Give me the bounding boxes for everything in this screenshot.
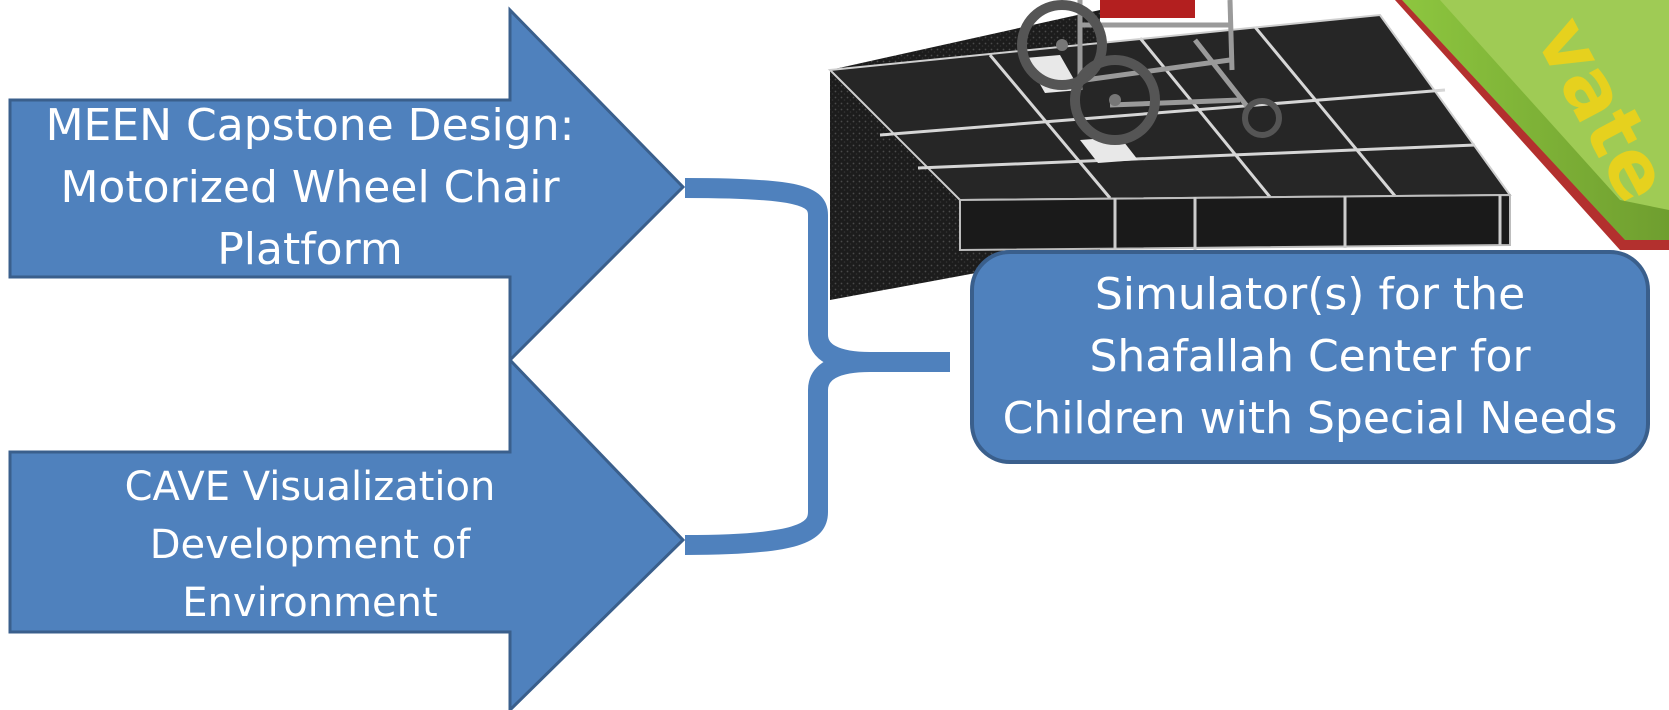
merge-brace-connector [684,178,950,555]
meen-label-line-1: MEEN Capstone Design: [45,99,575,151]
wheelchair-platform-image: vate [827,0,1669,300]
cave-visualization-label: CAVE Visualization Development of Enviro… [10,455,610,635]
platform-front-posts [1113,195,1502,250]
simulator-box-shape [970,250,1650,464]
wheelchair [1017,0,1282,145]
cave-label-line-1: CAVE Visualization [124,464,496,510]
cave-label-line-2: Development of [149,522,471,568]
cave-arrow-shape [8,356,686,710]
simulator-label-line-3: Children with Special Needs [1002,393,1618,444]
meen-capstone-label: MEEN Capstone Design: Motorized Wheel Ch… [10,95,610,280]
platform-grid [879,26,1476,199]
platform-top [827,13,1512,202]
banner-sign: vate [1395,0,1669,250]
simulator-label: Simulator(s) for the Shafallah Center fo… [972,252,1648,462]
simulator-label-line-1: Simulator(s) for the [1094,269,1526,320]
cave-label-line-3: Environment [182,580,438,626]
meen-label-line-3: Platform [217,223,403,275]
meen-label-line-2: Motorized Wheel Chair [60,161,560,213]
simulator-label-line-2: Shafallah Center for [1089,331,1531,382]
meen-arrow-shape [8,6,686,364]
platform-front [959,193,1511,252]
